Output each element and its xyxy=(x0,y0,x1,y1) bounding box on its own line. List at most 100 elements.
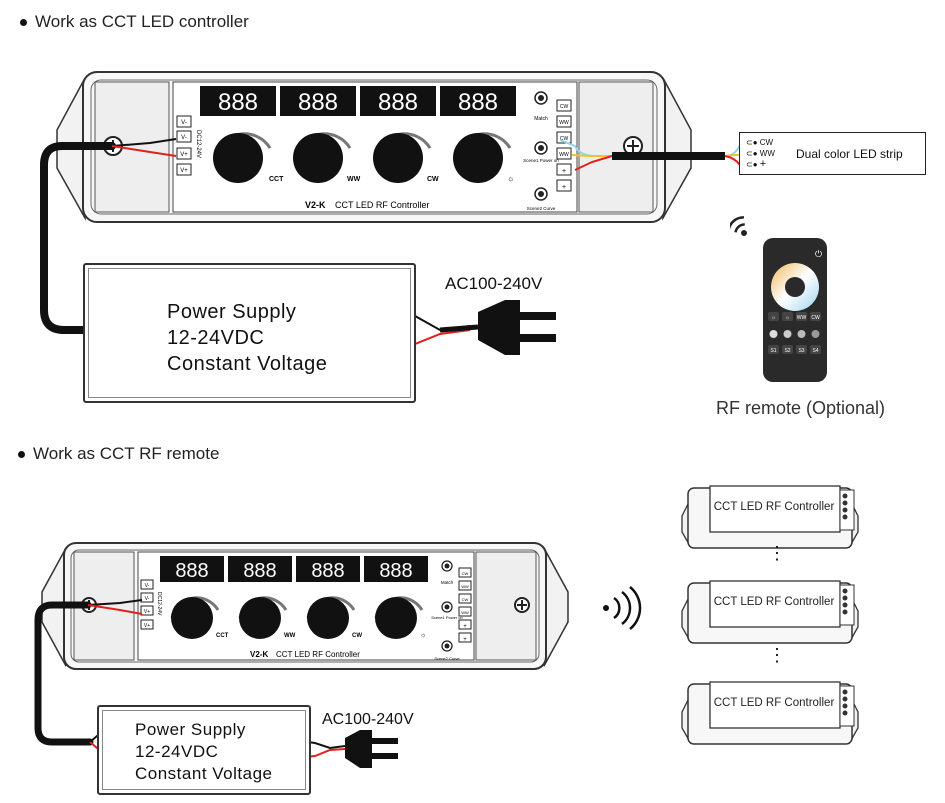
display-4: 888 xyxy=(440,86,516,116)
svg-text:CCT LED RF Controller: CCT LED RF Controller xyxy=(714,697,835,709)
knob-brightness[interactable]: ☼ xyxy=(453,132,514,183)
output-terminals: CW WW CW WW + + xyxy=(556,99,572,192)
controller-model: V2-K xyxy=(250,650,268,659)
strip-wire-positive: ⊂● + xyxy=(746,158,767,170)
svg-text:Match: Match xyxy=(534,116,548,122)
input-terminals: V- V- V+ V+ DC12-24V xyxy=(140,579,162,630)
knob-ww[interactable]: WW xyxy=(293,132,361,183)
psu-line-3: Constant Voltage xyxy=(135,764,273,783)
controller-model: V2-K xyxy=(305,200,326,210)
controller-unit-remote-mode: 888 888 888 888 CCT WW CW ☼ V2-K CCT LED… xyxy=(41,542,569,670)
svg-text:CCT LED RF Controller: CCT LED RF Controller xyxy=(714,501,835,513)
strip-wire-cw: ⊂● CW xyxy=(746,138,774,147)
match-button[interactable]: Match xyxy=(441,560,454,585)
svg-text:CW: CW xyxy=(811,315,820,321)
svg-text:Scene2 Curve: Scene2 Curve xyxy=(434,656,460,661)
svg-text:WW: WW xyxy=(284,633,296,639)
scene1-button[interactable]: Scene1 Power on xyxy=(523,141,559,163)
svg-text:V+: V+ xyxy=(144,623,150,629)
display-2: 888 xyxy=(280,86,356,116)
svg-text:DC12-24V: DC12-24V xyxy=(195,130,201,158)
output-terminals: CW WW CW WW + + xyxy=(458,567,472,643)
psu-line-2: 12-24VDC xyxy=(135,742,219,761)
svg-text:CCT LED RF Controller: CCT LED RF Controller xyxy=(714,596,835,608)
scene2-button[interactable]: Scene2 Curve xyxy=(527,187,556,211)
power-supply-bottom: Power Supply 12-24VDC Constant Voltage xyxy=(97,705,311,795)
svg-text:CW: CW xyxy=(427,176,439,183)
svg-text:+: + xyxy=(562,184,566,191)
svg-text:S1: S1 xyxy=(770,348,776,354)
knob-brightness[interactable]: ☼ xyxy=(374,596,426,639)
section-heading-text: Work as CCT LED controller xyxy=(35,12,249,31)
svg-text:CW: CW xyxy=(352,633,362,639)
svg-text:888: 888 xyxy=(379,560,412,582)
knob-cw[interactable]: CW xyxy=(306,596,362,639)
receiver-unit: CCT LED RF Controller xyxy=(681,485,859,549)
knob-cct[interactable]: CCT xyxy=(213,132,284,183)
ac-input-label-bottom: AC100-240V xyxy=(322,711,414,728)
rf-remote: ⏻ ☼ ☼ WW CW S1 S2 S3 S4 xyxy=(730,216,827,382)
receiver-separator: ⋮ xyxy=(768,543,786,563)
svg-text:888: 888 xyxy=(175,560,208,582)
display-1: 888 xyxy=(160,556,224,582)
svg-text:WW: WW xyxy=(559,120,569,126)
svg-text:CW: CW xyxy=(560,136,569,142)
svg-text:☼: ☼ xyxy=(507,174,514,183)
ac-plug-icon xyxy=(345,730,398,768)
svg-text:WW: WW xyxy=(559,152,569,158)
svg-text:CCT: CCT xyxy=(216,633,229,639)
knob-ww[interactable]: WW xyxy=(238,596,296,639)
remote-power-icon: ⏻ xyxy=(815,249,822,259)
knob-cw[interactable]: CW xyxy=(373,132,439,183)
svg-text:DC12-24V: DC12-24V xyxy=(156,592,162,616)
svg-text:☼: ☼ xyxy=(785,315,790,321)
svg-text:V+: V+ xyxy=(180,168,188,174)
svg-text:888: 888 xyxy=(311,560,344,582)
display-3: 888 xyxy=(360,86,436,116)
scene2-button[interactable]: Scene2 Curve xyxy=(434,640,460,661)
svg-text:888: 888 xyxy=(378,89,418,116)
led-strip: ⊂● CW ⊂● WW ⊂● + Dual color LED strip xyxy=(739,132,926,175)
controller-name: CCT LED RF Controller xyxy=(335,200,429,210)
display-4: 888 xyxy=(364,556,428,582)
svg-text:Scene1 Power on: Scene1 Power on xyxy=(523,158,559,163)
svg-text:S4: S4 xyxy=(812,348,818,354)
screw-icon xyxy=(514,597,530,613)
svg-text:WW: WW xyxy=(461,584,469,589)
psu-line-1: Power Supply xyxy=(135,720,246,739)
svg-text:S2: S2 xyxy=(784,348,790,354)
display-2: 888 xyxy=(228,556,292,582)
svg-text:☼: ☼ xyxy=(420,632,426,639)
svg-text:V-: V- xyxy=(181,120,187,126)
knob-cct[interactable]: CCT xyxy=(170,596,229,639)
svg-text:V-: V- xyxy=(145,583,150,589)
svg-text:Scene2 Curve: Scene2 Curve xyxy=(527,206,556,211)
svg-text:+: + xyxy=(463,637,467,643)
scene1-button[interactable]: Scene1 Power on xyxy=(431,601,463,620)
rf-remote-caption: RF remote (Optional) xyxy=(716,398,886,418)
svg-text:V+: V+ xyxy=(180,152,188,158)
svg-text:CW: CW xyxy=(462,597,469,602)
svg-text:+: + xyxy=(463,624,467,630)
psu-line-2: 12-24VDC xyxy=(167,327,265,349)
svg-text:WW: WW xyxy=(461,610,469,615)
svg-text:V-: V- xyxy=(181,135,187,141)
input-terminals: V- V- V+ V+ DC12-24V xyxy=(176,115,201,176)
svg-text:888: 888 xyxy=(243,560,276,582)
receiver-unit: CCT LED RF Controller xyxy=(681,681,859,745)
rf-wave-icon xyxy=(603,586,642,630)
ac-plug-icon xyxy=(478,300,556,355)
match-button[interactable]: Match xyxy=(534,91,548,122)
svg-text:Match: Match xyxy=(441,580,454,585)
strip-wire-ww: ⊂● WW xyxy=(746,149,775,158)
power-supply-top: Power Supply 12-24VDC Constant Voltage xyxy=(83,263,416,403)
display-3: 888 xyxy=(296,556,360,582)
svg-text:CCT: CCT xyxy=(269,176,284,183)
bullet-icon xyxy=(18,450,25,458)
svg-text:CW: CW xyxy=(560,104,569,110)
svg-text:888: 888 xyxy=(458,89,498,116)
display-1: 888 xyxy=(200,86,276,116)
svg-text:888: 888 xyxy=(218,89,258,116)
ac-input-label-top: AC100-240V xyxy=(445,274,543,293)
section-heading-text: Work as CCT RF remote xyxy=(33,444,220,463)
